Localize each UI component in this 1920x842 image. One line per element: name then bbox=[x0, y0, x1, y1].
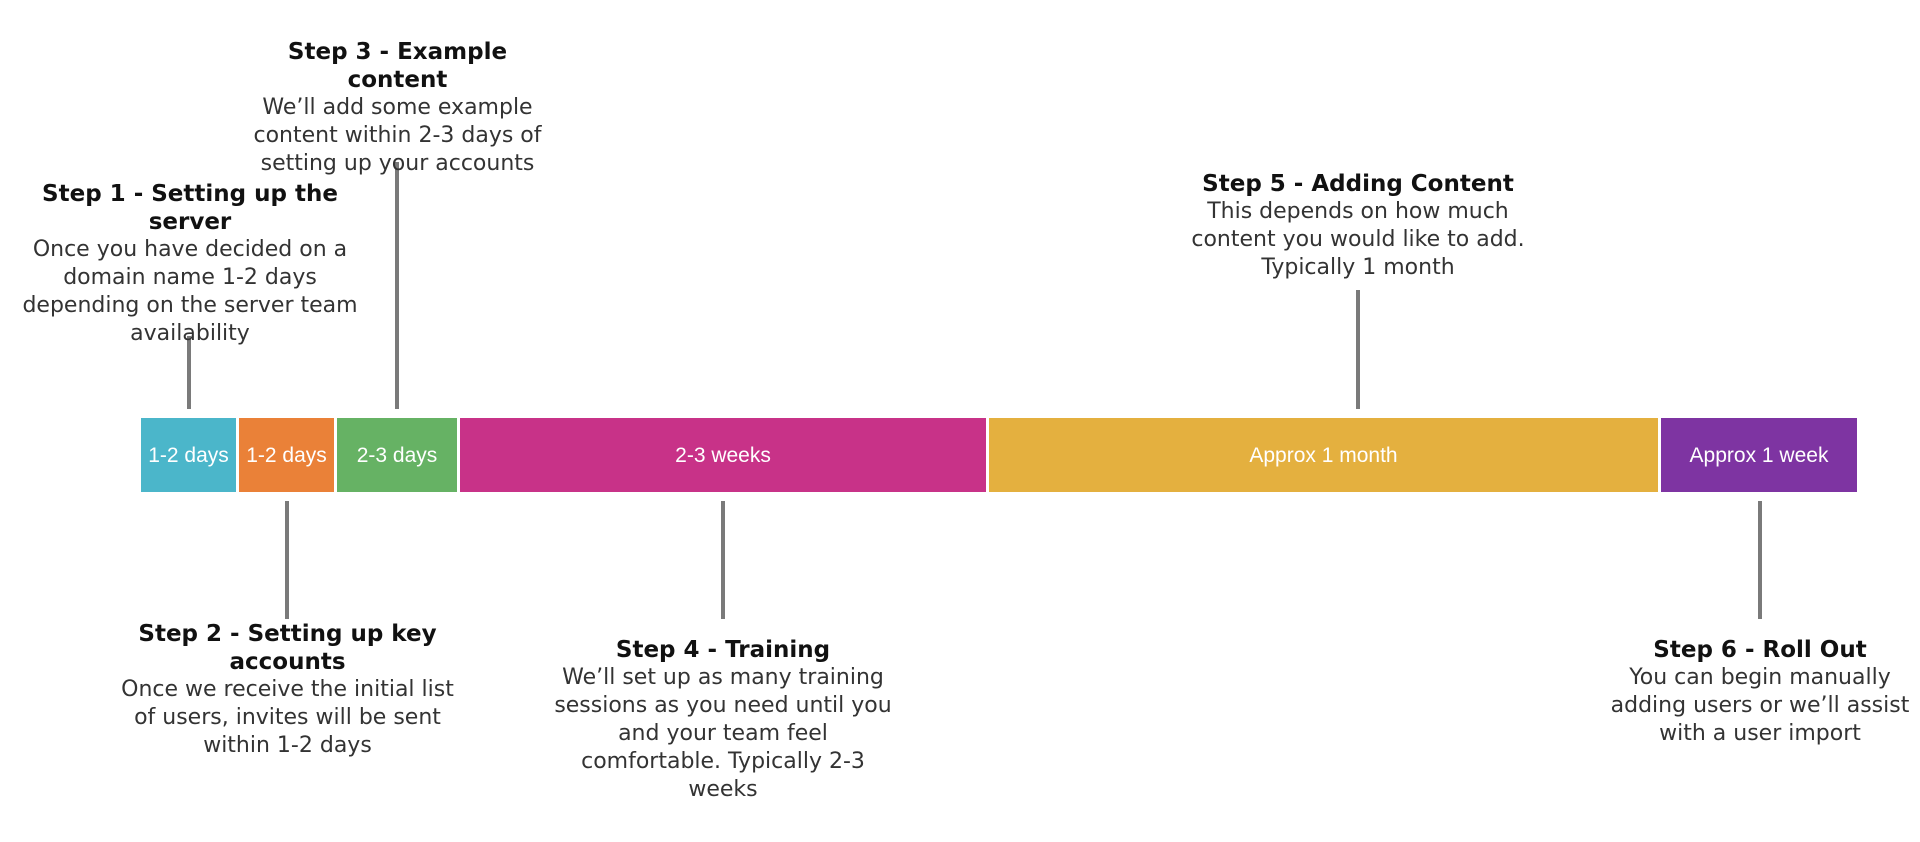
segment-label: 1-2 days bbox=[148, 443, 229, 467]
step-6-description: You can begin manually adding users or w… bbox=[1610, 665, 1910, 746]
step-1-annotation: Step 1 - Setting up the server Once you … bbox=[15, 180, 365, 348]
step-2-description: Once we receive the initial list of user… bbox=[121, 677, 454, 758]
connector-step-5 bbox=[1356, 290, 1360, 409]
step-2-annotation: Step 2 - Setting up key accounts Once we… bbox=[120, 620, 455, 760]
step-4-annotation: Step 4 - Training We’ll set up as many t… bbox=[548, 636, 898, 804]
segment-label: 1-2 days bbox=[246, 443, 327, 467]
timeline-segment-step-1: 1-2 days bbox=[141, 418, 236, 492]
step-5-annotation: Step 5 - Adding Content This depends on … bbox=[1183, 170, 1533, 282]
step-5-description: This depends on how much content you wou… bbox=[1191, 199, 1525, 280]
step-3-annotation: Step 3 - Example content We’ll add some … bbox=[245, 38, 550, 178]
step-1-title: Step 1 - Setting up the server bbox=[42, 181, 338, 235]
step-3-description: We’ll add some example content within 2-… bbox=[253, 95, 542, 176]
step-4-description: We’ll set up as many training sessions a… bbox=[554, 665, 892, 802]
connector-step-3 bbox=[395, 162, 399, 409]
step-4-title: Step 4 - Training bbox=[615, 637, 831, 663]
timeline-segment-step-3: 2-3 days bbox=[337, 418, 457, 492]
step-3-title: Step 3 - Example content bbox=[287, 39, 508, 93]
step-5-title: Step 5 - Adding Content bbox=[1202, 171, 1514, 197]
timeline-segment-step-5: Approx 1 month bbox=[989, 418, 1658, 492]
segment-label: Approx 1 month bbox=[1249, 443, 1398, 467]
step-2-title: Step 2 - Setting up key accounts bbox=[138, 621, 437, 675]
timeline-segment-step-4: 2-3 weeks bbox=[460, 418, 986, 492]
segment-label: 2-3 days bbox=[356, 443, 438, 467]
connector-step-6 bbox=[1758, 501, 1762, 619]
segment-label: Approx 1 week bbox=[1689, 443, 1829, 467]
step-6-title: Step 6 - Roll Out bbox=[1653, 637, 1867, 663]
connector-step-4 bbox=[721, 501, 725, 619]
connector-step-1 bbox=[187, 336, 191, 409]
segment-label: 2-3 weeks bbox=[675, 443, 771, 467]
timeline-segment-step-2: 1-2 days bbox=[239, 418, 334, 492]
connector-step-2 bbox=[285, 501, 289, 619]
step-1-description: Once you have decided on a domain name 1… bbox=[22, 237, 358, 346]
step-6-annotation: Step 6 - Roll Out You can begin manually… bbox=[1600, 636, 1920, 748]
timeline-segment-step-6: Approx 1 week bbox=[1661, 418, 1857, 492]
